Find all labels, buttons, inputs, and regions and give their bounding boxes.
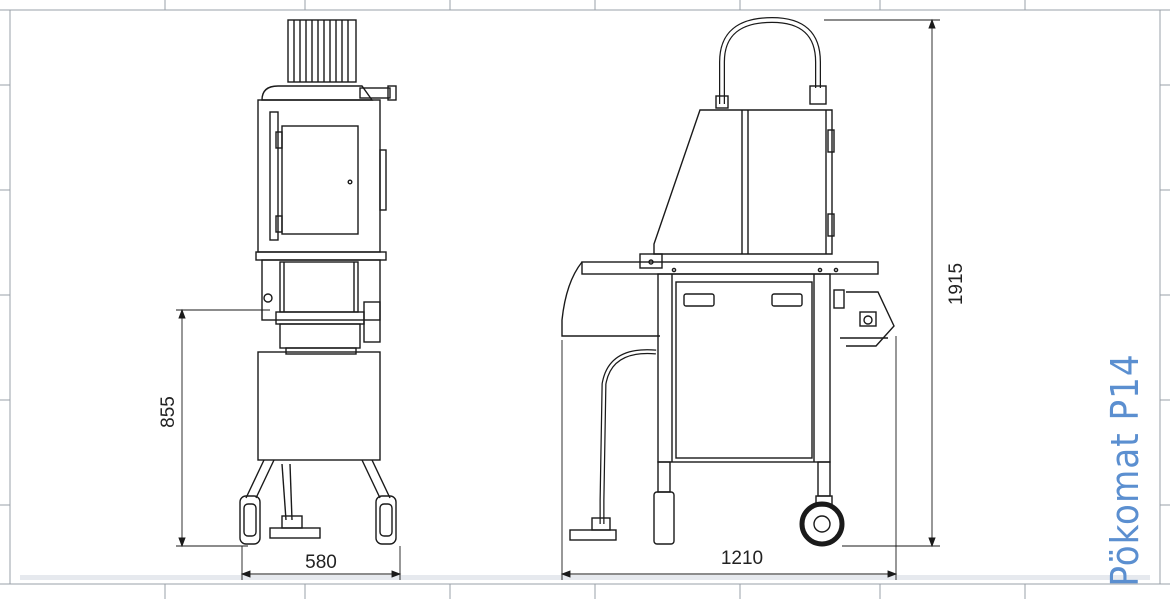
frame-grid-ticks-bottom xyxy=(164,584,1026,599)
side-view-machine xyxy=(561,16,914,547)
frame-grid-ticks-left xyxy=(0,84,10,506)
frame-grid-ticks-top xyxy=(164,0,1026,10)
side-length-dimension: 1210 xyxy=(721,548,763,569)
front-width-dimension: 580 xyxy=(305,552,337,573)
front-hanger-rods xyxy=(287,19,357,83)
front-height-dimension: 855 xyxy=(158,396,179,428)
front-view-machine xyxy=(239,19,397,545)
front-dimension-lines xyxy=(176,308,402,580)
frame-grid-ticks-right xyxy=(1160,84,1170,506)
inner-shadow xyxy=(20,575,1150,580)
side-dimension-lines xyxy=(560,18,940,580)
product-name-label: Pökomat P14 xyxy=(1103,353,1147,586)
side-height-dimension: 1915 xyxy=(946,263,967,305)
